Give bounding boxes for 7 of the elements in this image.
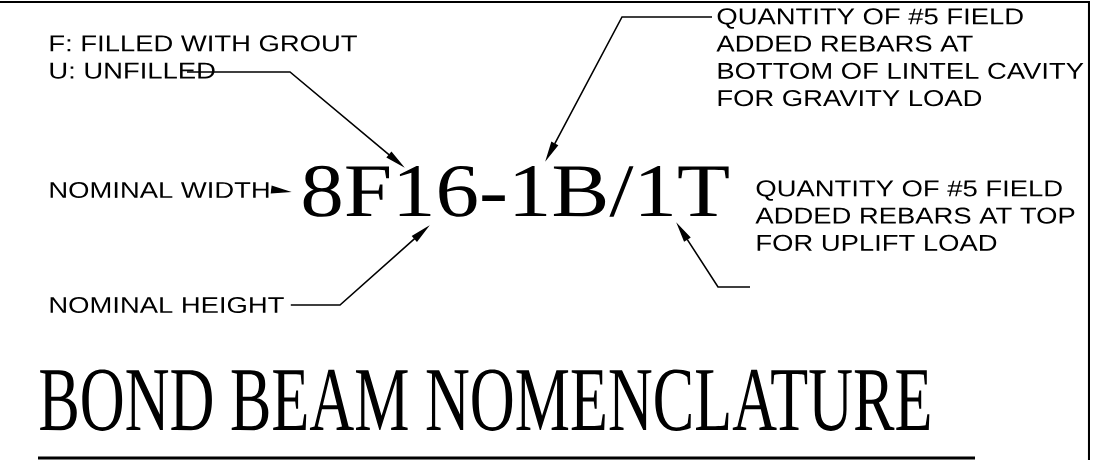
note-text: QUANTITY OF #5 FIELD ADDED REBARS AT TOP FOR UPLIFT LOAD xyxy=(755,180,1075,251)
note-text: F: FILLED WITH GROUT U: UNFILLED xyxy=(50,35,357,79)
designation-text: 8F16-1B/1T xyxy=(303,165,729,217)
note-text: QUANTITY OF #5 FIELD ADDED REBARS AT BOTTOM OF LINTEL CAVITY FOR GRAVITY LOAD xyxy=(716,8,1084,107)
note-text: NOMINAL HEIGHT xyxy=(50,296,284,314)
note-text: NOMINAL WIDTH xyxy=(50,181,269,199)
title: BOND BEAM NOMENCLATURE xyxy=(40,369,930,431)
